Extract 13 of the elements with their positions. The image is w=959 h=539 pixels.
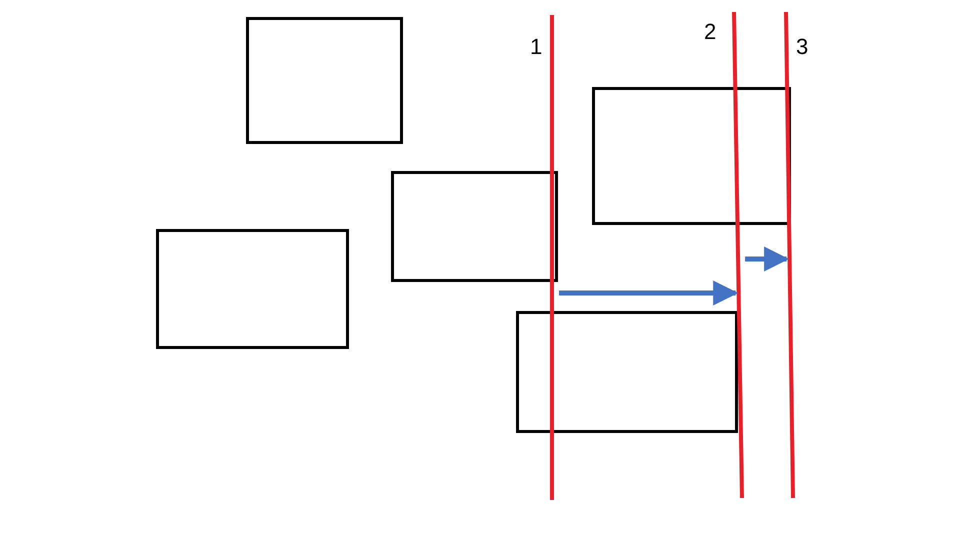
arrow — [745, 246, 790, 272]
vertical-line — [784, 12, 795, 498]
rectangle-box — [516, 311, 738, 433]
rectangle-box — [246, 17, 403, 144]
line-number: 2 — [704, 21, 716, 43]
rectangle-box — [391, 171, 558, 282]
vertical-line — [550, 15, 554, 500]
line-number: 3 — [796, 36, 808, 58]
rectangle-box — [156, 229, 349, 349]
rectangle-box — [592, 87, 791, 225]
vertical-line — [732, 12, 744, 498]
line-number: 1 — [530, 36, 542, 58]
arrow — [559, 280, 738, 306]
